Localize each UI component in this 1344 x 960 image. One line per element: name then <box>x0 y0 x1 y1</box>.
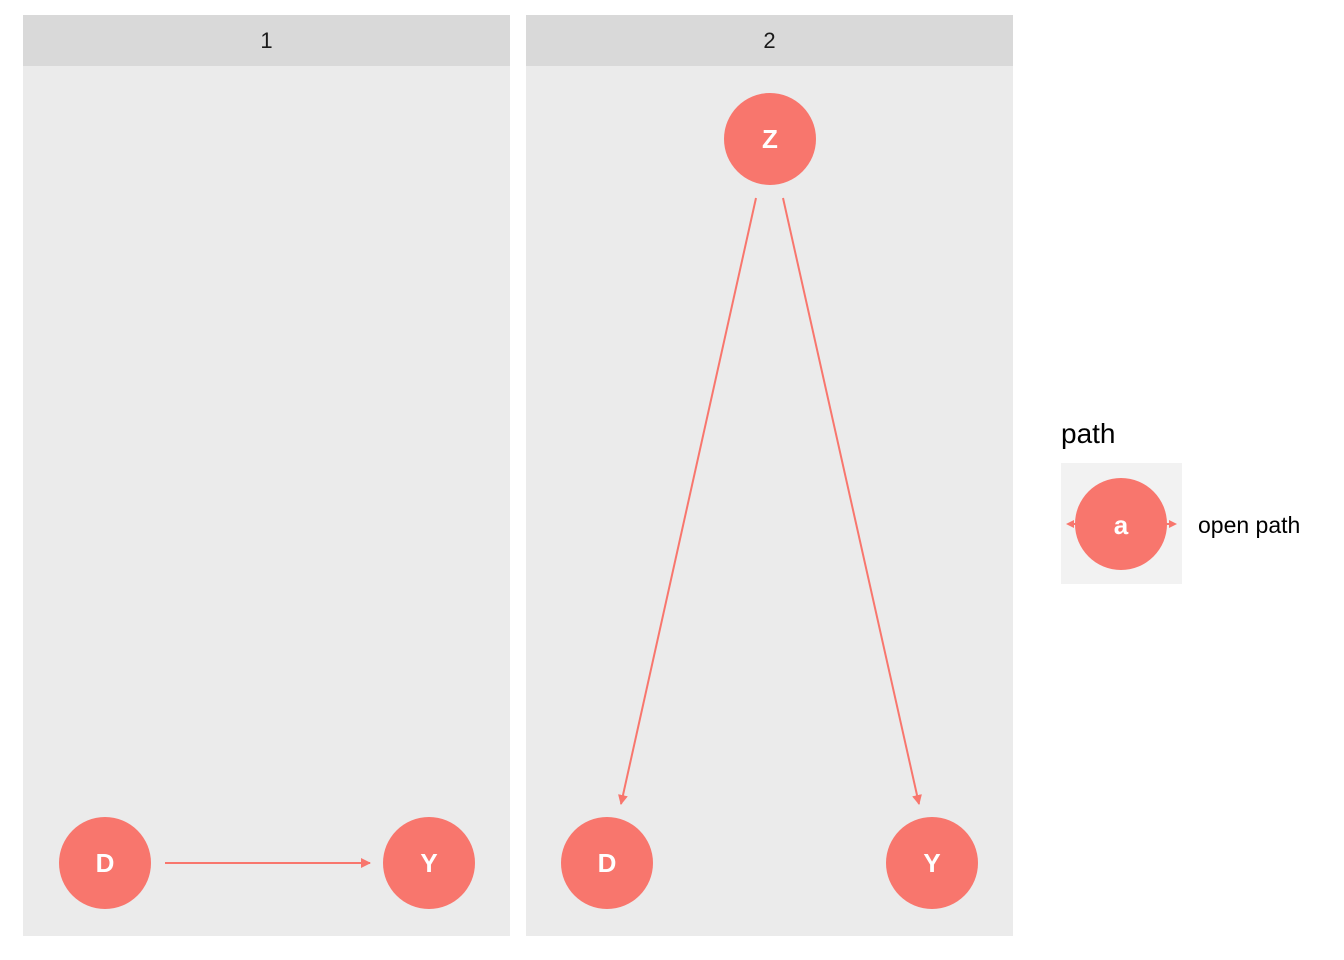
edge-z-to-d <box>618 197 757 805</box>
facet-strip-2: 2 <box>526 15 1013 66</box>
facet-strip-1: 1 <box>23 15 510 66</box>
facet-panel-2 <box>526 66 1013 936</box>
node-label: D <box>598 848 617 878</box>
facet-strip-label: 2 <box>763 27 776 53</box>
legend-key-glyph: a <box>1061 463 1182 584</box>
legend-entry-label: open path <box>1198 512 1301 538</box>
node-label: D <box>96 848 115 878</box>
node-z: Z <box>724 93 816 185</box>
node-y: Y <box>886 817 978 909</box>
legend-key-symbol: a <box>1114 510 1129 540</box>
node-label: Y <box>420 848 437 878</box>
node-d: D <box>59 817 151 909</box>
facet-panel-1 <box>23 66 510 936</box>
node-label: Z <box>762 124 778 154</box>
facet-strip-label: 1 <box>260 27 273 53</box>
edge-z-to-y <box>782 197 922 805</box>
node-d: D <box>561 817 653 909</box>
legend-title: path <box>1061 418 1116 449</box>
node-label: Y <box>923 848 940 878</box>
node-y: Y <box>383 817 475 909</box>
